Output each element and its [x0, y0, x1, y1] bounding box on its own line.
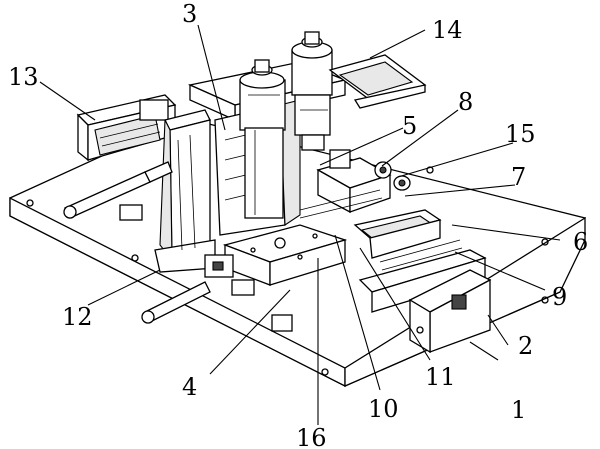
label-15: 15 [505, 120, 536, 148]
label-7: 7 [511, 163, 526, 191]
brackets [119, 204, 293, 332]
label-5: 5 [402, 112, 417, 140]
label-9: 9 [552, 283, 567, 311]
label-1: 1 [511, 396, 526, 424]
label-3: 3 [182, 0, 197, 28]
label-6: 6 [573, 228, 588, 256]
support-column [154, 109, 216, 273]
motor-right [291, 31, 333, 151]
right-cylinder-block [316, 149, 411, 214]
lower-cylinder-rod [141, 281, 211, 324]
label-11: 11 [425, 363, 456, 391]
feed-chute [328, 54, 427, 109]
label-8: 8 [458, 88, 473, 116]
label-14: 14 [432, 16, 463, 44]
label-16: 16 [296, 424, 327, 449]
leader-lines [39, 24, 561, 425]
label-13: 13 [8, 63, 39, 91]
center-slide-table [204, 189, 383, 286]
label-4: 4 [182, 373, 197, 401]
label-2: 2 [518, 332, 533, 360]
motor-left [239, 59, 286, 219]
upper-cylinder-rod [63, 161, 173, 219]
right-slide-assembly [353, 209, 492, 354]
label-10: 10 [368, 395, 399, 423]
label-12: 12 [62, 303, 93, 331]
labels: 1 2 3 4 5 6 7 8 9 10 11 12 13 14 15 16 [8, 0, 588, 449]
